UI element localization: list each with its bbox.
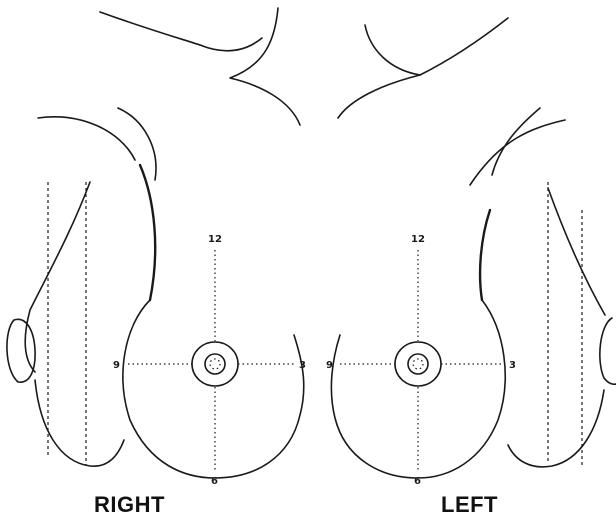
- right-label-3: 3: [299, 360, 306, 371]
- right-shoulder-line: [38, 117, 135, 160]
- left-areola: [395, 342, 441, 386]
- left-side-label: LEFT: [441, 492, 498, 518]
- left-breast-upper-edge: [480, 210, 490, 300]
- right-breast-upper-edge: [140, 165, 155, 300]
- right-label-9: 9: [113, 360, 120, 371]
- left-label-9: 9: [326, 360, 333, 371]
- left-breast-group: 12 9 3 6: [326, 108, 616, 487]
- right-breast-outline: [123, 300, 304, 478]
- left-lateral-lower: [508, 390, 604, 467]
- right-label-12: 12: [208, 234, 222, 245]
- right-breast-group: 12 9 3 6: [7, 108, 306, 487]
- right-label-6: 6: [211, 476, 218, 487]
- left-axilla-line: [492, 108, 540, 175]
- left-nipple: [413, 359, 423, 369]
- neck-line-left: [230, 8, 300, 125]
- neck-line-right: [338, 25, 420, 118]
- right-side-label: RIGHT: [94, 492, 165, 518]
- left-label-3: 3: [509, 360, 516, 371]
- left-lateral-nipple: [600, 318, 616, 384]
- right-lateral-nipple: [7, 319, 35, 382]
- neck-lines: [100, 8, 508, 125]
- right-nipple: [210, 359, 220, 369]
- neck-curve-left: [200, 38, 262, 51]
- left-label-12: 12: [411, 234, 425, 245]
- left-lateral-contour: [548, 188, 605, 315]
- neck-line-left-upper: [100, 12, 200, 45]
- right-nipple-ring: [205, 354, 225, 374]
- neck-line-right-upper: [420, 18, 508, 75]
- right-areola: [192, 342, 238, 386]
- left-label-6: 6: [414, 476, 421, 487]
- left-nipple-ring: [408, 354, 428, 374]
